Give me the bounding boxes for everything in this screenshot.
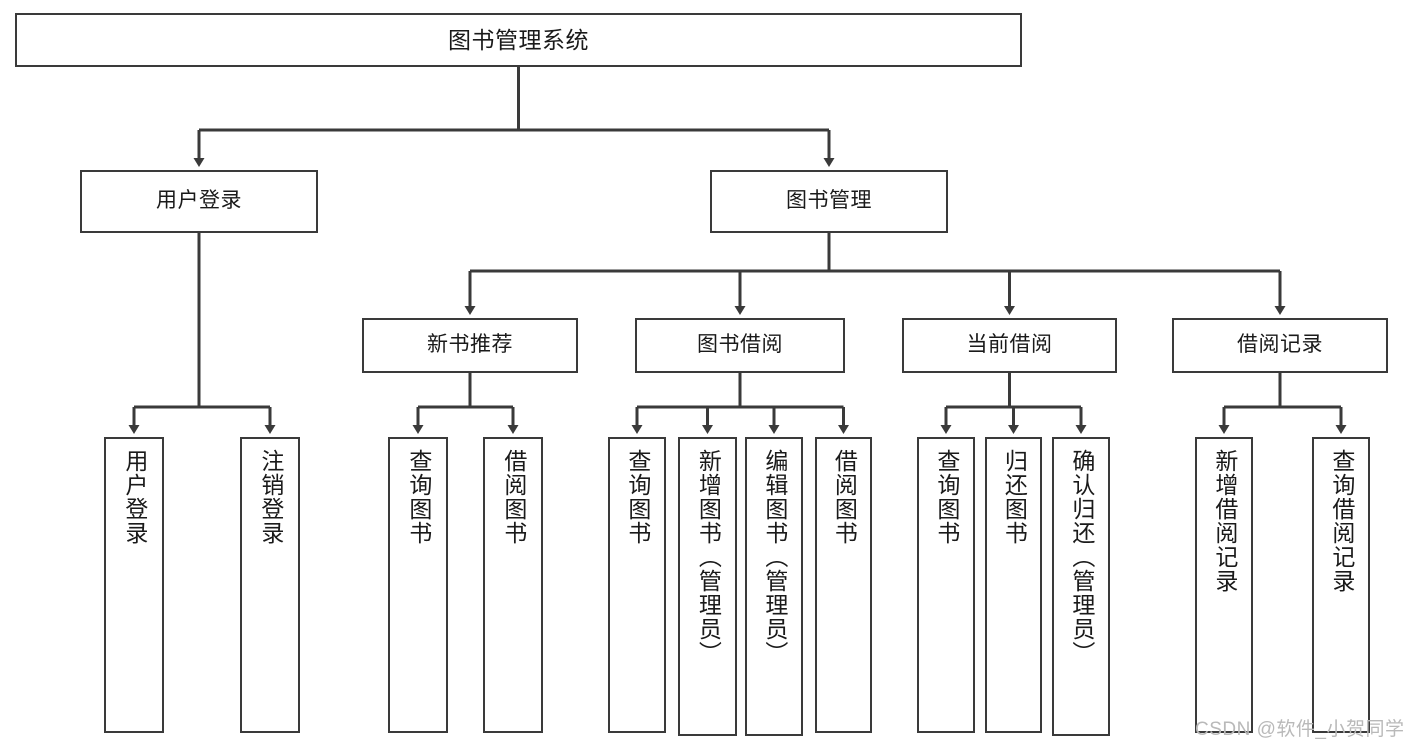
node-borrow[interactable]: 图书借阅: [635, 318, 845, 373]
node-label: 查询借阅记录: [1328, 449, 1355, 593]
node-bookmg[interactable]: 图书管理: [710, 170, 948, 233]
node-l3[interactable]: 查询图书: [388, 437, 448, 733]
node-l4[interactable]: 借阅图书: [483, 437, 543, 733]
node-label: 图书借阅: [697, 333, 783, 357]
node-record[interactable]: 借阅记录: [1172, 318, 1388, 373]
node-label: 借阅图书: [831, 449, 858, 545]
node-label: 查询图书: [405, 449, 432, 545]
node-login[interactable]: 用户登录: [80, 170, 318, 233]
node-label: 图书管理系统: [448, 26, 589, 53]
node-label: 归还图书: [1001, 449, 1028, 545]
node-l5[interactable]: 查询图书: [608, 437, 666, 733]
node-label: 图书管理: [786, 189, 872, 213]
node-label: 注销登录: [257, 449, 284, 545]
node-label: 用户登录: [156, 189, 242, 213]
node-label: 新增图书（管理员）: [695, 449, 722, 665]
node-newrec[interactable]: 新书推荐: [362, 318, 578, 373]
watermark-label: CSDN @软件_小贺同学: [1195, 719, 1405, 740]
node-label: 用户登录: [121, 449, 148, 545]
node-label: 确认归还（管理员）: [1068, 449, 1095, 665]
node-l6[interactable]: 新增图书（管理员）: [678, 437, 737, 736]
node-l2[interactable]: 注销登录: [240, 437, 300, 733]
node-l7[interactable]: 编辑图书（管理员）: [745, 437, 803, 736]
node-l13[interactable]: 查询借阅记录: [1312, 437, 1370, 733]
node-label: 查询图书: [624, 449, 651, 545]
node-label: 编辑图书（管理员）: [761, 449, 788, 665]
node-label: 借阅记录: [1237, 333, 1323, 357]
node-label: 新增借阅记录: [1211, 449, 1238, 593]
node-label: 借阅图书: [500, 449, 527, 545]
node-root[interactable]: 图书管理系统: [15, 13, 1022, 67]
node-label: 查询图书: [933, 449, 960, 545]
node-l9[interactable]: 查询图书: [917, 437, 975, 733]
node-l8[interactable]: 借阅图书: [815, 437, 872, 733]
node-label: 新书推荐: [427, 333, 513, 357]
node-label: 当前借阅: [966, 333, 1053, 357]
node-l11[interactable]: 确认归还（管理员）: [1052, 437, 1110, 736]
node-l10[interactable]: 归还图书: [985, 437, 1042, 733]
node-curborw[interactable]: 当前借阅: [902, 318, 1117, 373]
node-l12[interactable]: 新增借阅记录: [1195, 437, 1253, 733]
node-l1[interactable]: 用户登录: [104, 437, 164, 733]
